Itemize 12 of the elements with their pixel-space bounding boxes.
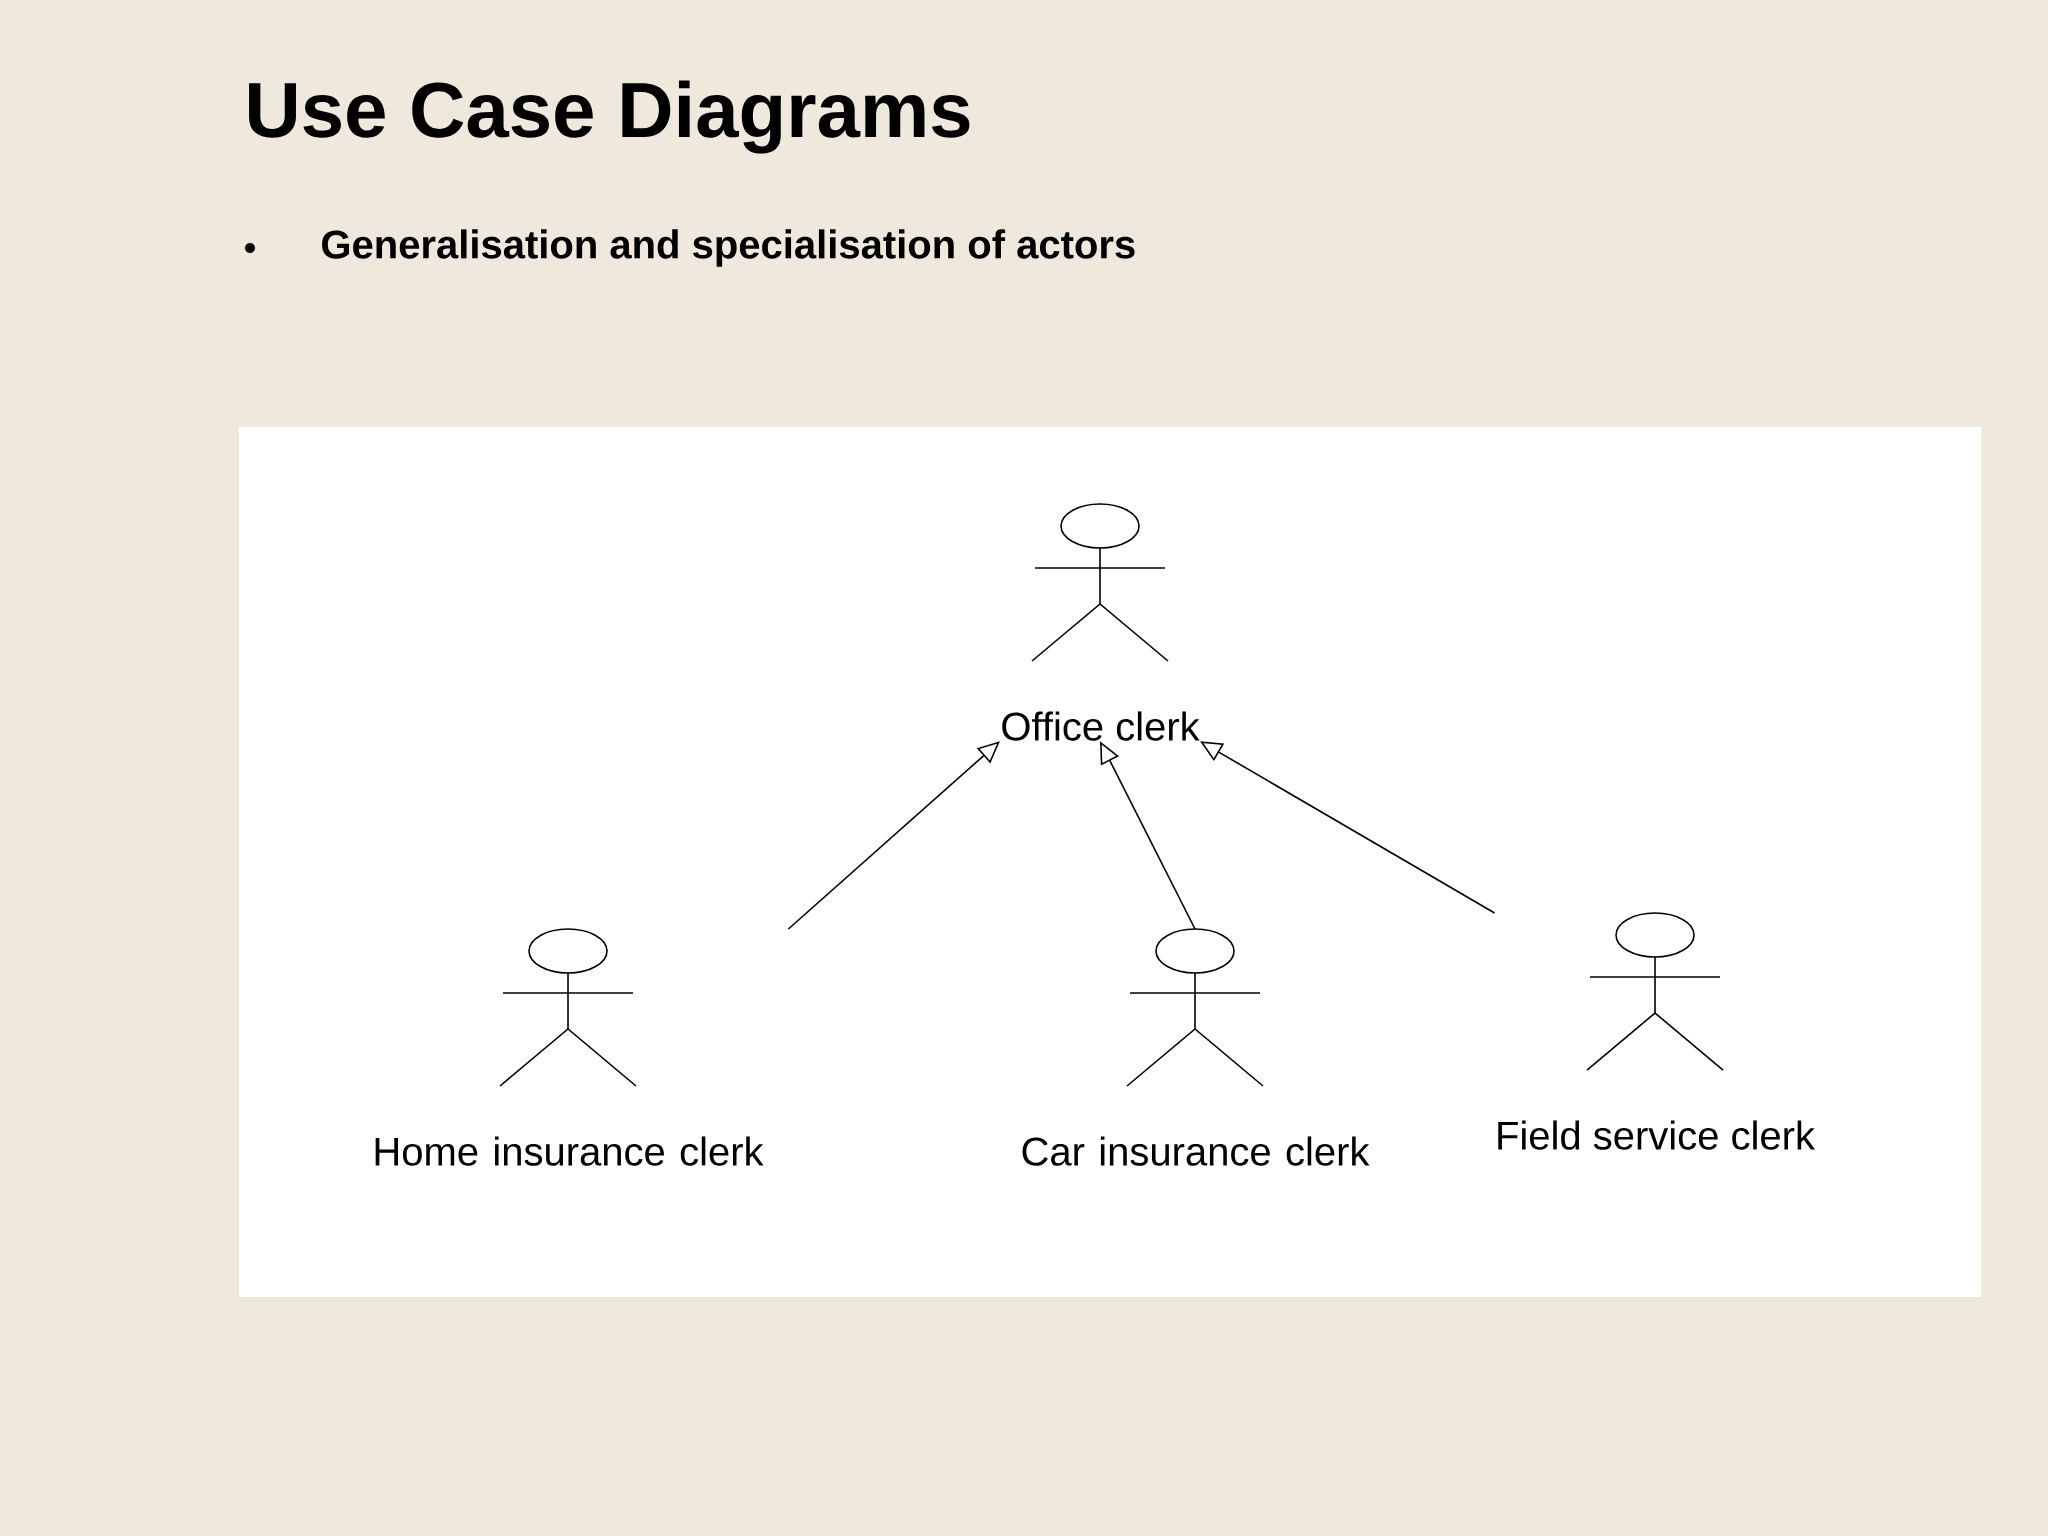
node-label: Home insurance clerk — [375, 1136, 764, 1166]
actor-figure: Car insurance clerk — [1022, 928, 1370, 1166]
actor-figure: Home insurance clerk — [375, 928, 764, 1166]
actor-figure: Office clerk — [1002, 503, 1200, 741]
node-label: Field service clerk — [1498, 1120, 1816, 1150]
title: Use Case Diagrams — [249, 80, 970, 154]
actor-figure: Field service clerk — [1498, 912, 1816, 1150]
node-label: Office clerk — [1002, 711, 1200, 741]
generalisation-arrow — [1200, 741, 1496, 914]
bullet-text: Generalisation and specialisation of actors — [322, 229, 1135, 267]
node-label: Car insurance clerk — [1022, 1136, 1370, 1166]
generalisation-arrow — [787, 741, 1000, 930]
